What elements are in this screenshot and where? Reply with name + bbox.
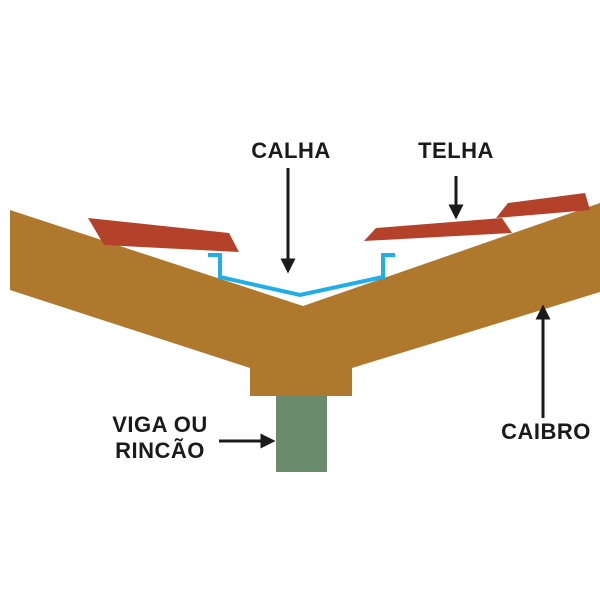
label-caibro: CAIBRO [501, 419, 591, 444]
tile-right [364, 218, 512, 241]
label-calha: CALHA [251, 138, 331, 163]
label-telha: TELHA [418, 138, 494, 163]
tile-right-upper [496, 193, 590, 218]
tile-left [88, 218, 239, 252]
beam-viga [276, 383, 327, 472]
label-viga-line2: RINCÃO [115, 438, 205, 463]
label-viga-line1: VIGA OU [112, 412, 208, 437]
gutter-calha [208, 253, 395, 298]
rafter-caibro [10, 203, 600, 396]
